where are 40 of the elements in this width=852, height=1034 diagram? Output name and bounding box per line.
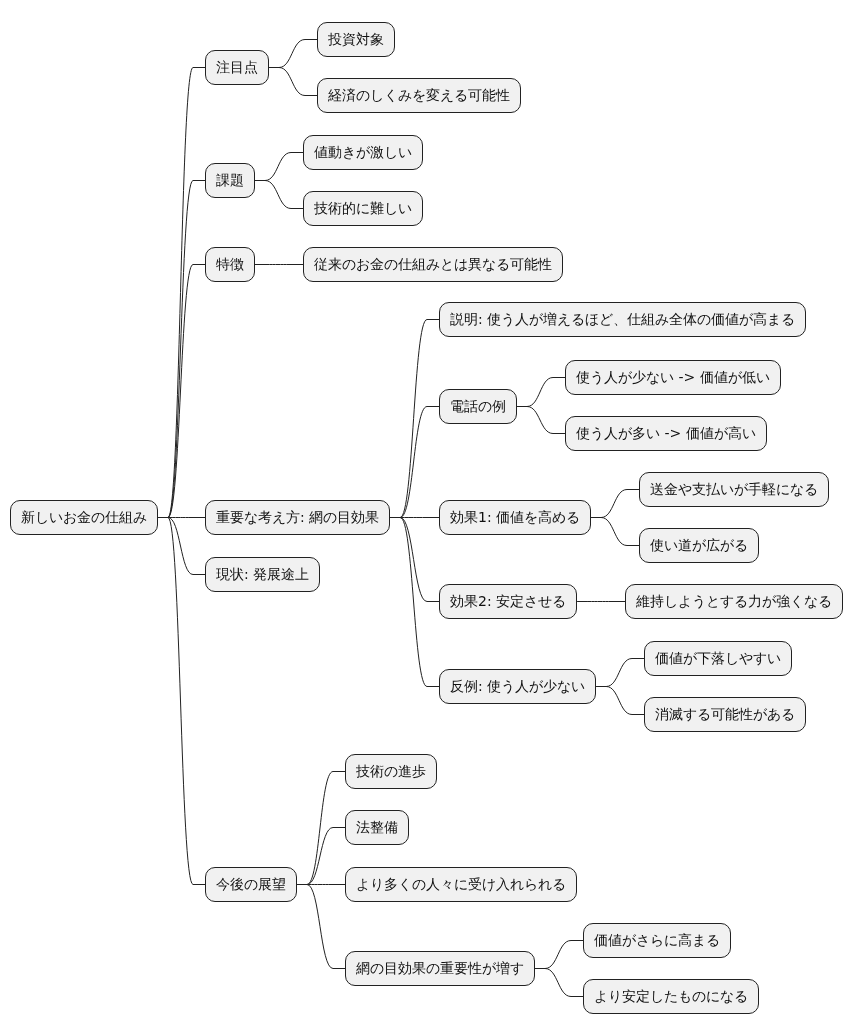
topic-box: 消滅する可能性がある	[644, 697, 806, 732]
topic-box: 今後の展望	[205, 867, 297, 902]
topic-box: 従来のお金の仕組みとは異なる可能性	[303, 247, 563, 282]
topic-box: 維持しようとする力が強くなる	[625, 584, 843, 619]
topic-box: 特徴	[205, 247, 255, 282]
topic-box: 技術的に難しい	[303, 191, 423, 226]
topic-box: 価値が下落しやすい	[644, 641, 792, 676]
connector-line	[268, 67, 318, 96]
topic-box: 効果2: 安定させる	[439, 584, 578, 619]
topic-box: 法整備	[345, 810, 409, 845]
topic-box: 投資対象	[317, 22, 395, 57]
connector-line	[534, 968, 584, 997]
connector-line	[590, 517, 640, 546]
topic-box: 使う人が少ない -> 価値が低い	[565, 360, 781, 395]
topic-box: 送金や支払いが手軽になる	[639, 472, 829, 507]
topic-box: 反例: 使う人が少ない	[439, 669, 597, 704]
topic-box: 価値がさらに高まる	[583, 923, 731, 958]
connector-line	[576, 601, 626, 602]
topic-box: 技術の進歩	[345, 754, 437, 789]
topic-box: より多くの人々に受け入れられる	[345, 867, 577, 902]
topic-box: 使い道が広がる	[639, 528, 759, 563]
connector-line	[296, 884, 346, 969]
topic-box: 効果1: 価値を高める	[439, 500, 592, 535]
topic-box: 値動きが激しい	[303, 135, 423, 170]
connector-line	[389, 517, 440, 687]
topic-box: 課題	[205, 163, 255, 198]
connector-line	[516, 406, 566, 434]
root-topic-box: 新しいお金の仕組み	[10, 500, 158, 535]
connector-line	[254, 264, 304, 265]
connector-line	[595, 686, 645, 715]
topic-box: 説明: 使う人が増えるほど、仕組み全体の価値が高まる	[439, 302, 807, 337]
topic-box: 網の目効果の重要性が増す	[345, 951, 535, 986]
topic-box: 注目点	[205, 50, 269, 85]
connector-line	[254, 180, 304, 209]
topic-box: より安定したものになる	[583, 979, 759, 1014]
topic-box: 重要な考え方: 網の目効果	[205, 500, 391, 535]
topic-box: 電話の例	[439, 389, 517, 424]
topic-box: 使う人が多い -> 価値が高い	[565, 416, 767, 451]
topic-box: 経済のしくみを変える可能性	[317, 78, 521, 113]
topic-box: 現状: 発展途上	[205, 557, 321, 592]
